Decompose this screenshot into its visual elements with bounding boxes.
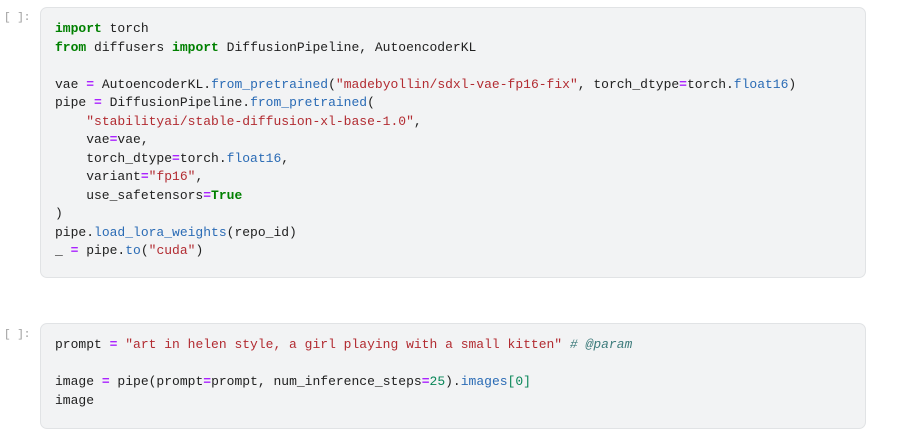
- code-token: ,: [413, 113, 422, 129]
- code-token: AutoencoderKL.: [94, 76, 212, 92]
- code-token: ): [55, 206, 63, 221]
- code-token: torch: [101, 21, 149, 36]
- code-token: image: [55, 392, 95, 408]
- code-cell-2[interactable]: prompt = "art in helen style, a girl pla…: [40, 323, 866, 429]
- code-line: pipe = DiffusionPipeline.from_pretrained…: [55, 94, 796, 113]
- code-token: "fp16": [148, 169, 196, 184]
- code-token: =: [679, 76, 687, 92]
- code-token: ]: [523, 374, 531, 389]
- code-token: 25: [429, 374, 446, 389]
- code-token: image: [55, 374, 102, 389]
- code-token: ): [788, 76, 797, 92]
- code-line: [55, 57, 796, 76]
- code-token: from_pretrained: [211, 76, 329, 92]
- code-token: , torch_dtype: [577, 76, 680, 92]
- code-line: prompt = "art in helen style, a girl pla…: [55, 336, 632, 355]
- code-token: prompt, num_inference_steps: [211, 374, 422, 389]
- code-token: True: [211, 187, 243, 203]
- code-token: "art in helen style, a girl playing with…: [125, 337, 563, 352]
- code-token: ,: [281, 150, 290, 166]
- code-token: float16: [733, 76, 789, 92]
- code-token: "cuda": [148, 243, 196, 258]
- code-line: vae=vae,: [55, 131, 796, 150]
- code-token: =: [421, 374, 430, 389]
- code-line: import torch: [55, 20, 796, 39]
- code-token: ).: [445, 374, 461, 389]
- code-token: torch.: [686, 76, 734, 92]
- code-token: DiffusionPipeline, AutoencoderKL: [218, 39, 477, 55]
- code-token: =: [203, 374, 212, 389]
- code-line: vae = AutoencoderKL.from_pretrained("mad…: [55, 76, 796, 95]
- code-token: use_safetensors: [55, 187, 204, 203]
- code-token: =: [172, 150, 180, 166]
- code-token: import: [55, 21, 102, 36]
- code-line: torch_dtype=torch.float16,: [55, 150, 796, 169]
- code-token: [55, 114, 86, 129]
- code-token: pipe(prompt: [109, 374, 204, 389]
- code-token: images: [460, 374, 508, 389]
- code-line: variant="fp16",: [55, 168, 796, 187]
- code-token: vae: [55, 132, 110, 147]
- code-token: 0: [515, 374, 524, 389]
- code-editor[interactable]: prompt = "art in helen style, a girl pla…: [55, 336, 632, 410]
- code-token: [562, 337, 570, 352]
- code-token: to: [125, 243, 141, 258]
- code-token: (: [140, 243, 149, 258]
- code-token: "stabilityai/stable-diffusion-xl-base-1.…: [86, 113, 414, 129]
- code-line: use_safetensors=True: [55, 187, 796, 206]
- code-line: _ = pipe.to("cuda"): [55, 242, 796, 261]
- code-token: (repo_id): [226, 224, 297, 240]
- code-line: pipe.load_lora_weights(repo_id): [55, 224, 796, 243]
- code-token: "madebyollin/sdxl-vae-fp16-fix": [335, 76, 578, 92]
- code-token: =: [94, 95, 102, 110]
- cell-1-execution-prompt: [ ]:: [4, 12, 31, 24]
- code-token: from: [55, 39, 87, 55]
- code-token: (: [328, 76, 336, 92]
- code-token: =: [109, 337, 118, 352]
- code-token: vae: [55, 76, 87, 92]
- code-line: from diffusers import DiffusionPipeline,…: [55, 39, 796, 58]
- code-token: variant: [55, 169, 141, 184]
- code-token: pipe: [55, 95, 95, 110]
- code-line: [55, 355, 632, 374]
- code-token: ): [195, 243, 204, 258]
- code-token: from_pretrained: [250, 95, 368, 110]
- code-token: load_lora_weights: [94, 224, 227, 240]
- code-token: import: [172, 39, 219, 55]
- code-token: =: [101, 374, 110, 389]
- code-token: # @param: [569, 337, 633, 352]
- code-token: =: [109, 132, 118, 147]
- code-token: ,: [195, 169, 204, 184]
- code-line: ): [55, 205, 796, 224]
- code-token: =: [140, 169, 149, 184]
- code-line: "stabilityai/stable-diffusion-xl-base-1.…: [55, 113, 796, 132]
- code-token: _: [55, 243, 71, 258]
- cell-2-execution-prompt: [ ]:: [4, 329, 31, 341]
- code-token: DiffusionPipeline.: [101, 95, 251, 110]
- code-token: float16: [226, 150, 282, 166]
- code-token: [: [507, 374, 516, 389]
- code-token: pipe.: [55, 224, 95, 240]
- code-token: torch.: [179, 150, 227, 166]
- code-line: image = pipe(prompt=prompt, num_inferenc…: [55, 373, 632, 392]
- code-token: torch_dtype: [55, 150, 173, 166]
- code-token: =: [70, 243, 79, 258]
- code-token: vae,: [117, 132, 149, 147]
- code-token: pipe.: [78, 243, 126, 258]
- code-token: diffusers: [86, 39, 173, 55]
- code-token: (: [367, 95, 375, 110]
- code-token: =: [86, 76, 95, 92]
- code-line: image: [55, 392, 632, 411]
- code-token: =: [203, 187, 212, 203]
- code-token: prompt: [55, 337, 110, 352]
